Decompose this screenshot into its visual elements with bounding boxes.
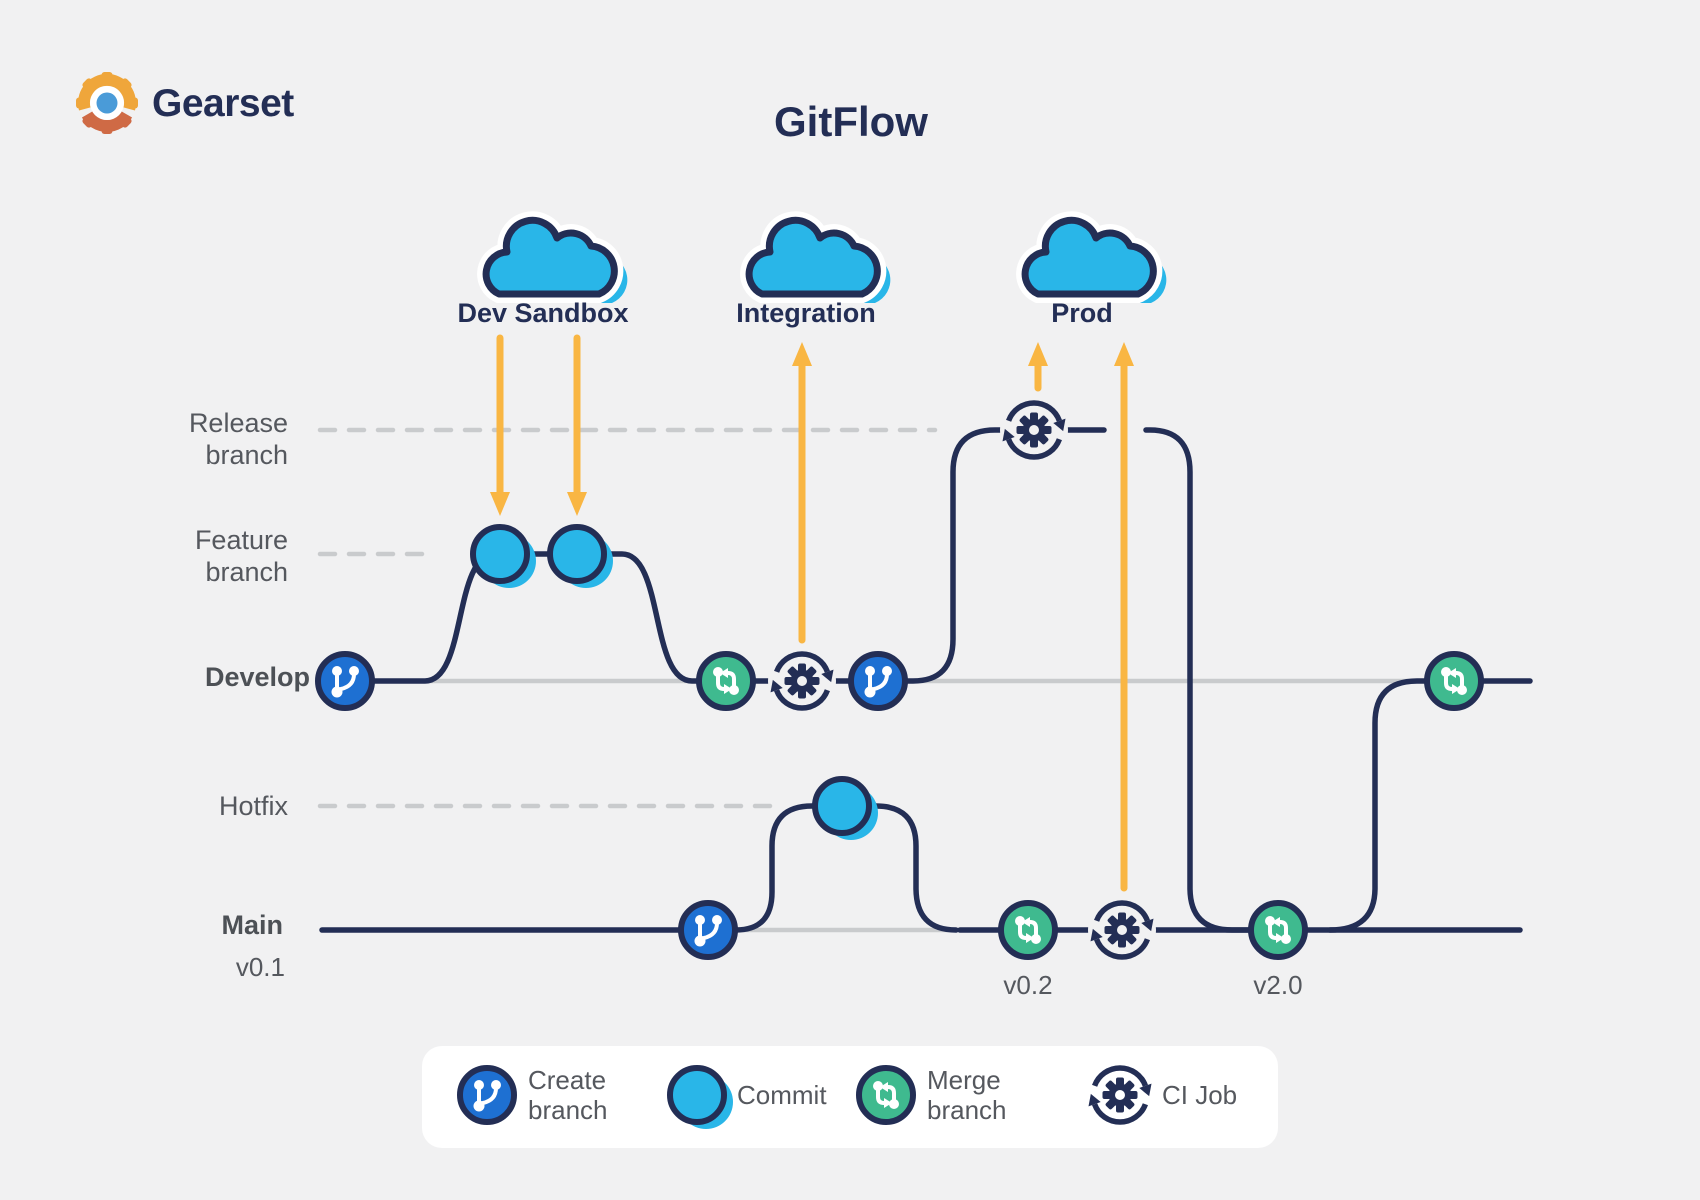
lane-label-feature-branch: Feature branch	[194, 525, 288, 587]
merge-node-hotfix-into-main	[1001, 903, 1055, 957]
lane-label-main: Main	[221, 910, 283, 940]
version-tag-v0-1: v0.1	[235, 952, 285, 982]
create-branch-node-release	[851, 654, 905, 708]
legend-panel	[422, 1046, 1278, 1148]
legend-label-ci-job: CI Job	[1162, 1080, 1238, 1110]
cloud-label-dev-sandbox: Dev Sandbox	[457, 298, 629, 328]
cloud-label-prod: Prod	[1051, 298, 1113, 328]
page-title: GitFlow	[774, 98, 928, 145]
gearset-logo-icon	[76, 72, 138, 134]
ci-job-node-develop	[767, 647, 838, 715]
deploy-arrow-dev-sandbox-2	[567, 334, 587, 516]
commit-node-feature-1	[473, 527, 536, 588]
version-tag-v0-2: v0.2	[1003, 970, 1053, 1000]
legend-git-branch-icon	[460, 1068, 514, 1122]
lane-label-release-branch: Release branch	[188, 408, 288, 470]
lane-label-develop: Develop	[204, 662, 310, 692]
create-branch-node-develop-start	[318, 654, 372, 708]
ci-job-node-release	[999, 396, 1070, 464]
legend-label-create-branch: Create branch	[528, 1065, 608, 1125]
merge-node-into-develop-final	[1427, 654, 1481, 708]
deploy-arrow-dev-sandbox-1	[490, 334, 510, 516]
cloud-label-integration: Integration	[736, 298, 876, 328]
legend-label-merge-branch: Merge branch	[927, 1065, 1007, 1125]
ci-job-node-main	[1087, 896, 1158, 964]
prod-cloud-icon	[1025, 220, 1167, 303]
version-tag-v2-0: v2.0	[1253, 970, 1303, 1000]
commit-node-hotfix	[815, 779, 878, 840]
deploy-arrow-integration	[792, 342, 812, 644]
release-to-develop-merge-path	[1327, 678, 1533, 933]
legend-label-commit: Commit	[737, 1080, 827, 1110]
commit-node-feature-2	[550, 527, 613, 588]
create-branch-node-hotfix	[681, 903, 735, 957]
integration-cloud-icon	[749, 220, 891, 303]
logo-text: Gearset	[152, 82, 294, 125]
merge-node-release-into-main	[1251, 903, 1305, 957]
lane-label-hotfix: Hotfix	[218, 791, 288, 821]
dev-sandbox-cloud-icon	[486, 220, 628, 303]
deploy-arrow-prod-main	[1114, 342, 1134, 892]
merge-node-feature-into-develop	[699, 654, 753, 708]
deploy-arrow-prod-release	[1028, 342, 1048, 392]
